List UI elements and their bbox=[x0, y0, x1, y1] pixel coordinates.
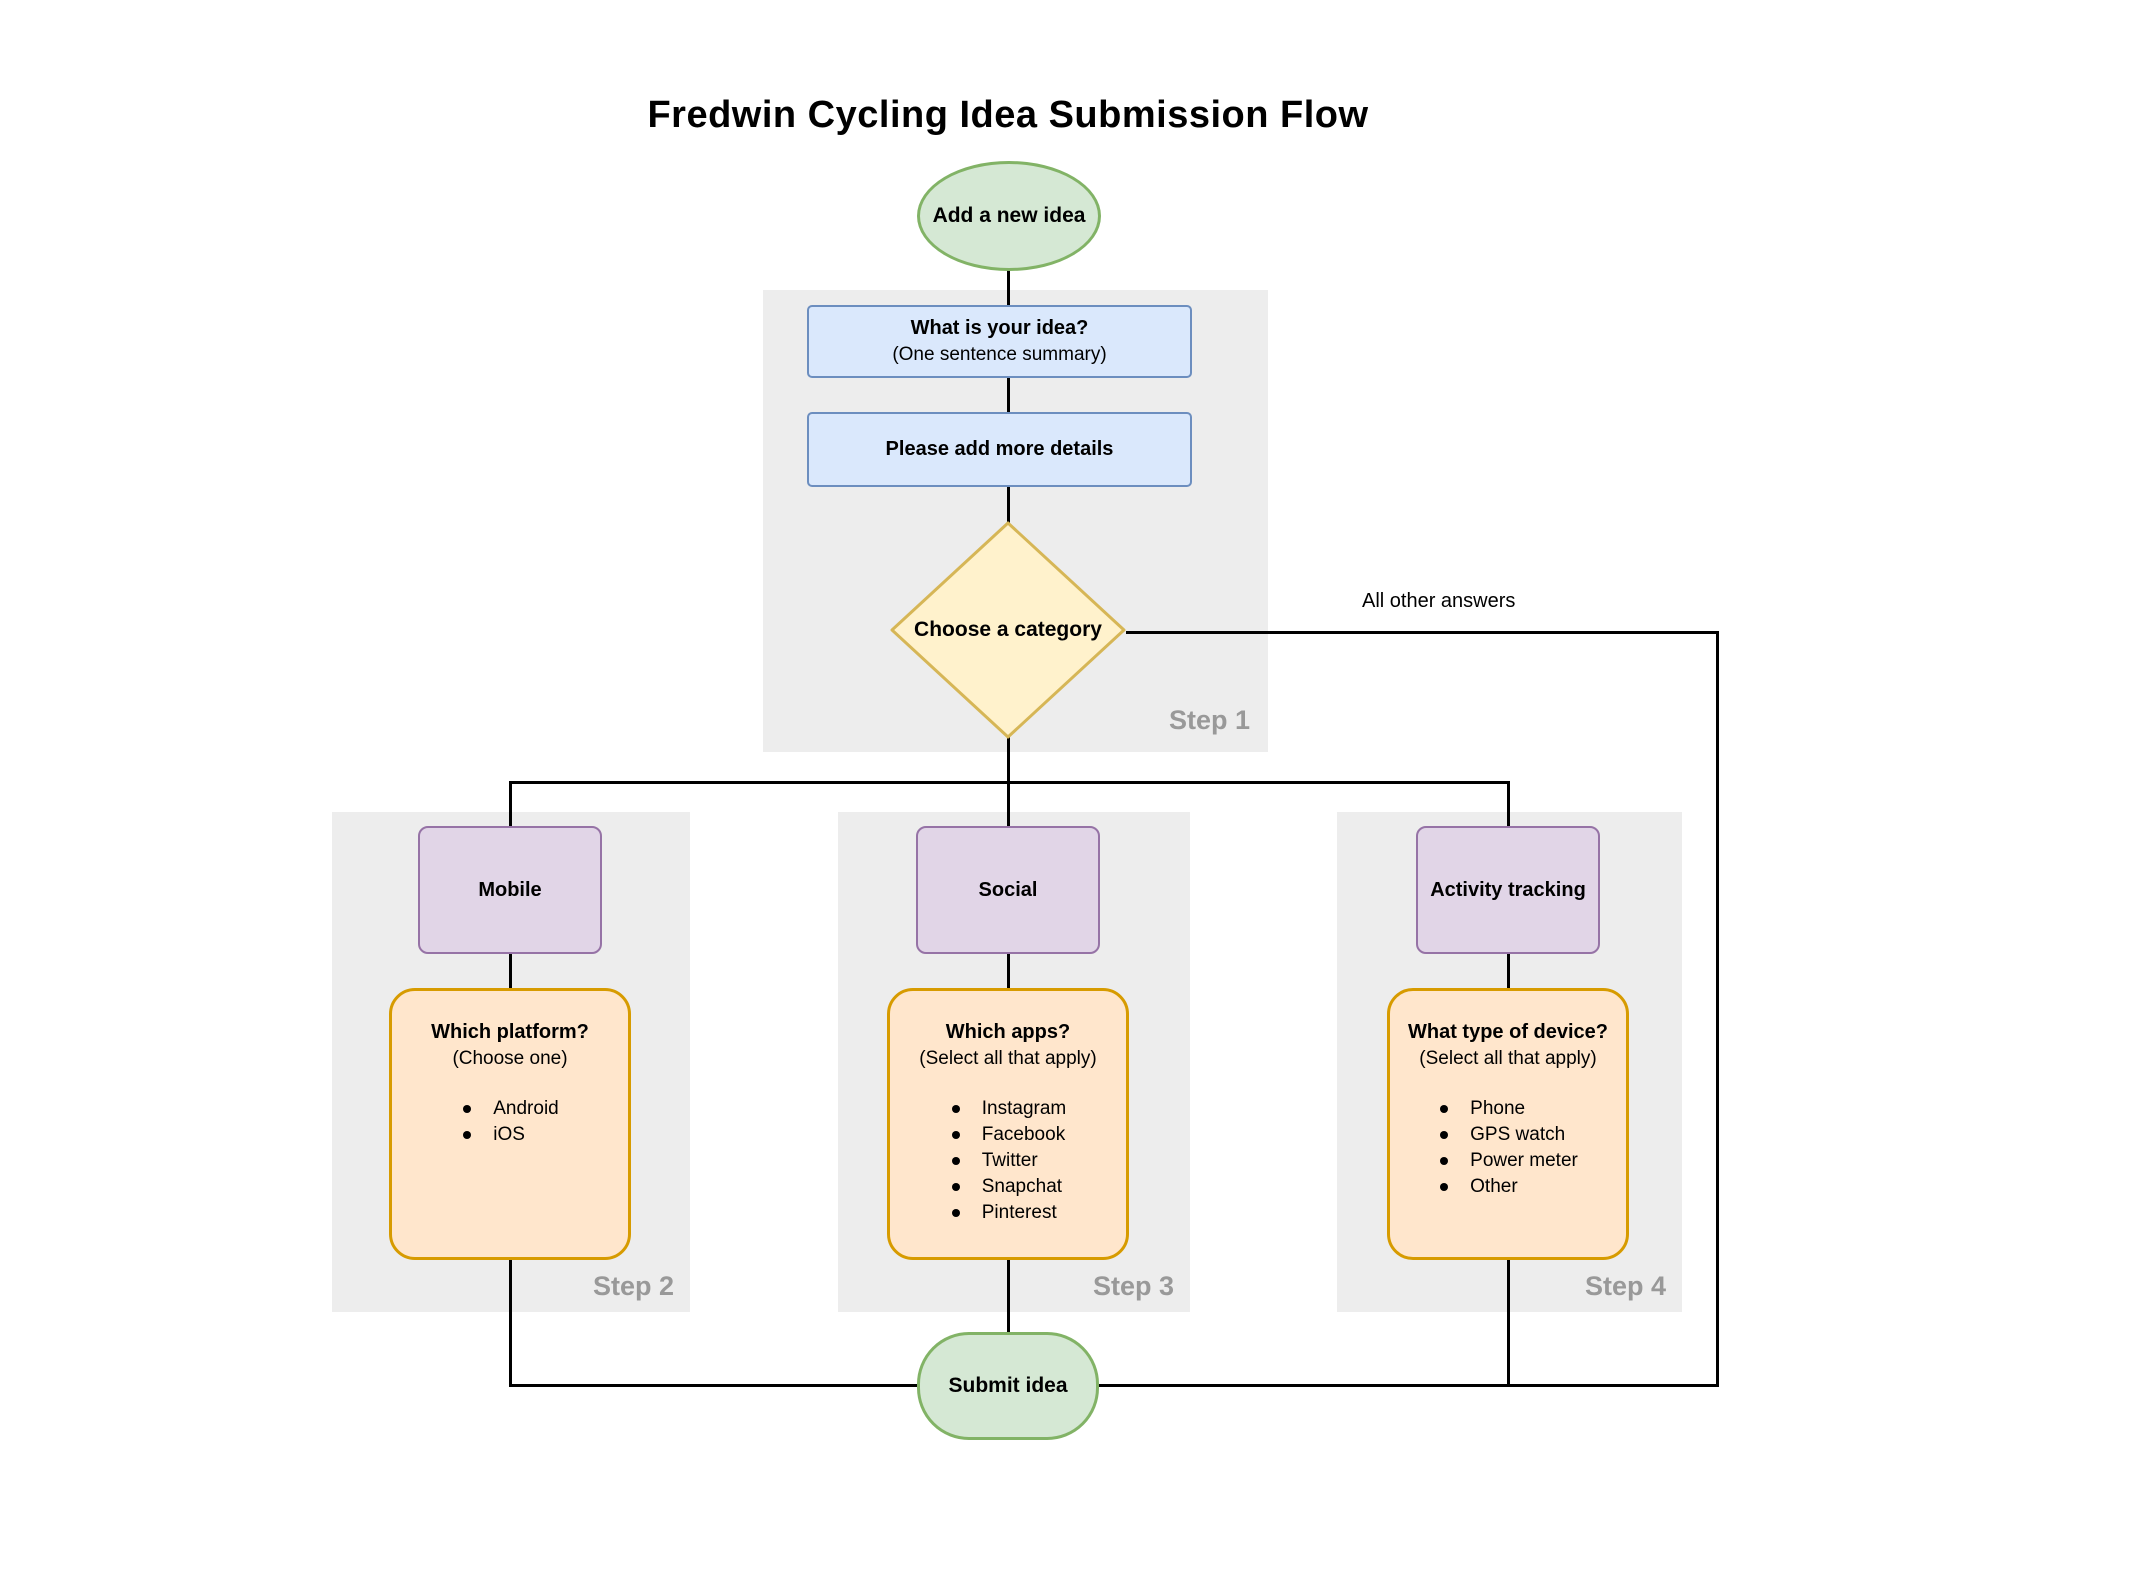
option-item: Snapchat bbox=[950, 1174, 1066, 1200]
decision-diamond-shape bbox=[890, 521, 1126, 739]
options-device-hint: (Select all that apply) bbox=[1419, 1048, 1597, 1069]
option-item: Twitter bbox=[950, 1148, 1066, 1174]
options-node-device: What type of device? (Select all that ap… bbox=[1387, 988, 1629, 1260]
options-platform-hint: (Choose one) bbox=[452, 1048, 568, 1069]
edge-other-answers-vertical bbox=[1715, 630, 1719, 1387]
options-platform-question: Which platform? bbox=[431, 1021, 589, 1043]
option-item: Power meter bbox=[1438, 1148, 1578, 1174]
edge-activity-to-device bbox=[1506, 952, 1510, 989]
question-idea-heading: What is your idea? bbox=[910, 317, 1089, 340]
category-mobile-label: Mobile bbox=[478, 879, 542, 901]
option-item: Facebook bbox=[950, 1122, 1066, 1148]
options-device-question: What type of device? bbox=[1407, 1021, 1609, 1043]
step-2-label: Step 2 bbox=[592, 1271, 674, 1301]
edge-start-to-idea bbox=[1006, 268, 1010, 306]
edge-platform-to-submit bbox=[508, 1383, 919, 1387]
question-node-details: Please add more details bbox=[807, 412, 1192, 487]
edge-decision-down bbox=[1006, 735, 1010, 782]
end-node-label: Submit idea bbox=[948, 1374, 1068, 1398]
options-apps-hint: (Select all that apply) bbox=[919, 1048, 1097, 1069]
category-node-social: Social bbox=[916, 826, 1100, 954]
edge-mobile-to-platform bbox=[508, 952, 512, 989]
edge-branch-to-mobile bbox=[508, 780, 512, 828]
decision-node: Choose a category bbox=[888, 519, 1128, 741]
option-item: Instagram bbox=[950, 1096, 1066, 1122]
question-node-idea: What is your idea? (One sentence summary… bbox=[807, 305, 1192, 378]
question-idea-subtext: (One sentence summary) bbox=[892, 344, 1107, 366]
decision-node-label: Choose a category bbox=[914, 618, 1102, 641]
category-social-label: Social bbox=[978, 879, 1038, 901]
option-item: GPS watch bbox=[1438, 1122, 1578, 1148]
start-node: Add a new idea bbox=[917, 161, 1101, 271]
options-apps-question: Which apps? bbox=[945, 1021, 1071, 1043]
category-node-activity-tracking: Activity tracking bbox=[1416, 826, 1600, 954]
edge-details-to-decision bbox=[1006, 486, 1010, 524]
category-node-mobile: Mobile bbox=[418, 826, 602, 954]
option-item: Android bbox=[461, 1096, 559, 1122]
start-node-label: Add a new idea bbox=[932, 204, 1086, 228]
step-3-label: Step 3 bbox=[1092, 1271, 1174, 1301]
edge-branch-to-activity bbox=[1506, 780, 1510, 828]
edge-decision-to-other bbox=[1126, 630, 1719, 634]
option-item: Other bbox=[1438, 1174, 1578, 1200]
step-1-label: Step 1 bbox=[1168, 705, 1250, 735]
edge-apps-to-submit bbox=[1006, 1258, 1010, 1333]
question-details-heading: Please add more details bbox=[885, 438, 1114, 460]
option-item: iOS bbox=[461, 1122, 559, 1148]
edge-device-down bbox=[1506, 1258, 1510, 1387]
edge-branch-to-social bbox=[1006, 780, 1010, 828]
option-item: Phone bbox=[1438, 1096, 1578, 1122]
edge-platform-down bbox=[508, 1258, 512, 1387]
edge-label-all-other-answers: All other answers bbox=[1362, 590, 1516, 612]
options-node-apps: Which apps? (Select all that apply) Inst… bbox=[887, 988, 1129, 1260]
edge-right-to-submit bbox=[1097, 1383, 1719, 1387]
edge-social-to-apps bbox=[1006, 952, 1010, 989]
end-node: Submit idea bbox=[917, 1332, 1099, 1440]
edge-idea-to-details bbox=[1006, 377, 1010, 413]
flow-title: Fredwin Cycling Idea Submission Flow bbox=[647, 94, 1369, 136]
option-item: Pinterest bbox=[950, 1200, 1066, 1226]
category-activity-label: Activity tracking bbox=[1430, 879, 1586, 901]
step-4-label: Step 4 bbox=[1584, 1271, 1666, 1301]
